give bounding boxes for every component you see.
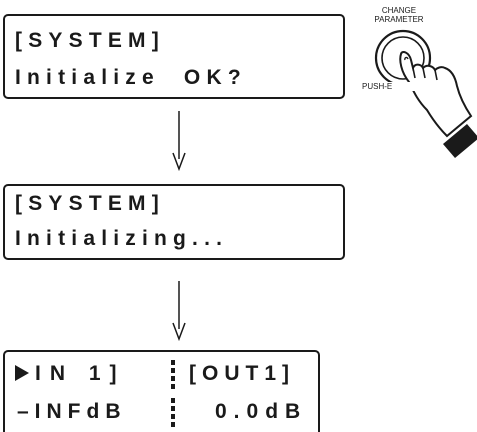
down-arrow-icon (172, 111, 186, 171)
knob-label-parameter: PARAMETER (374, 15, 424, 24)
knob-label-push-enter: PUSH-E (362, 82, 422, 91)
lcd2-line1: [SYSTEM] (15, 192, 165, 215)
lcd3-output-level: 0.0dB (215, 400, 308, 423)
down-arrow-icon (172, 281, 186, 341)
lcd3-input-level: –INFdB (17, 400, 127, 423)
lcd-screen-initializing: [SYSTEM] Initializing... (3, 184, 345, 260)
lcd3-output-label: [OUT1] (189, 362, 295, 385)
rotary-knob-icon[interactable] (355, 20, 477, 170)
pressing-hand-icon (399, 51, 477, 158)
triangle-cursor-icon (15, 365, 29, 381)
lcd3-input-label: IN 1] (35, 362, 126, 385)
lcd1-line2: Initialize OK? (15, 66, 247, 89)
lcd-screen-level-display: IN 1] –INFdB [OUT1] 0.0dB (3, 350, 320, 432)
lcd2-line2: Initializing... (15, 227, 229, 250)
knob-label-change: CHANGE (381, 6, 417, 15)
channel-divider (171, 360, 175, 427)
lcd1-line1: [SYSTEM] (15, 29, 165, 52)
lcd-screen-initialize-confirm: [SYSTEM] Initialize OK? (3, 14, 345, 99)
